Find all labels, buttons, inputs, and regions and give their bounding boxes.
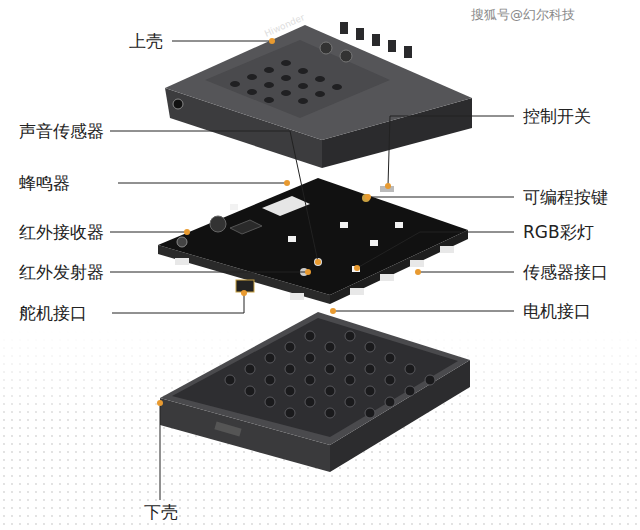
top-shell xyxy=(165,22,472,168)
part-name: 上壳 xyxy=(128,31,164,51)
part-name: 声音传感器 xyxy=(18,121,105,141)
watermark: 搜狐号@幻尔科技 xyxy=(470,7,576,23)
part-name: 传感器接口 xyxy=(522,262,609,282)
leader-lines xyxy=(110,41,514,500)
part-name: 红外接收器 xyxy=(18,222,105,242)
part-name: 下壳 xyxy=(143,502,179,522)
part-name: 可编程按键 xyxy=(522,187,609,207)
part-name: 蜂鸣器 xyxy=(18,173,71,193)
part-name: 红外发射器 xyxy=(18,262,105,282)
bottom-shell xyxy=(160,312,470,472)
part-name: 控制开关 xyxy=(522,106,592,126)
leader-dots xyxy=(157,38,421,406)
part-name: RGB彩灯 xyxy=(522,222,595,242)
part-name: 电机接口 xyxy=(522,301,592,321)
part-name: 舵机接口 xyxy=(18,303,88,323)
